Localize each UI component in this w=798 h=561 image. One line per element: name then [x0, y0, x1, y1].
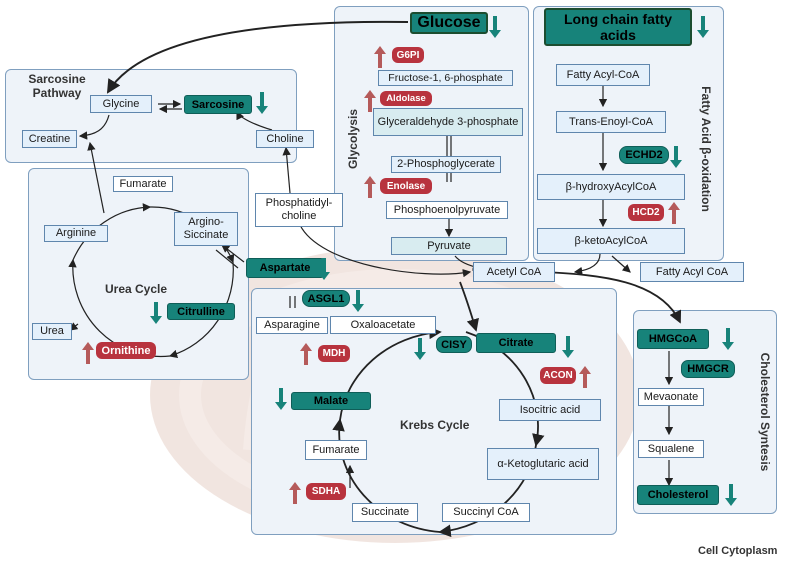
sdha-enzyme: SDHA	[306, 483, 346, 500]
arrow-down-icon-malate-down	[275, 388, 287, 410]
urea-cycle-title: Urea Cycle	[105, 282, 168, 296]
pyruvate-node: Pyruvate	[391, 237, 507, 255]
arrow-down-icon-asgl1-down	[352, 290, 364, 312]
beta-ketoacylcoa-node: β-ketoAcylCoA	[537, 228, 685, 254]
sarcosine-pathway-title: Sarcosine Pathway	[28, 72, 86, 100]
acetyl-coa-node: Acetyl CoA	[473, 262, 555, 282]
g6pi-enzyme: G6PI	[392, 47, 424, 63]
phosphoenolpyruvate-node: Phosphoenolpyruvate	[386, 201, 508, 219]
hmgcr-enzyme: HMGCR	[681, 360, 735, 378]
choline-node: Choline	[256, 130, 314, 148]
arrow-down-icon-echd2-down	[670, 146, 682, 168]
arrow-down-icon-sarcosine-down	[256, 92, 268, 114]
enolase-enzyme: Enolase	[380, 178, 432, 194]
arginosuccinate-node: Argino-Siccinate	[174, 212, 238, 246]
arrow-up-icon-mdh-up	[300, 343, 312, 365]
asgl1-enzyme: ASGL1	[302, 290, 350, 307]
squalene-node: Squalene	[638, 440, 704, 458]
arrow-down-icon-long-chain-down	[697, 16, 709, 38]
2-phosphoglycerate-node: 2-Phosphoglycerate	[391, 156, 501, 173]
sarcosine-node: Sarcosine	[184, 95, 252, 114]
acon-enzyme: ACON	[540, 367, 576, 384]
aldolase-enzyme: Aldolase	[380, 91, 432, 106]
glyceraldehyde-3-phosphate-node: Glyceraldehyde 3-phosphate	[373, 108, 523, 136]
isocitric-acid-node: Isocitric acid	[499, 399, 601, 421]
arrow-down-icon-citrate-down	[562, 336, 574, 358]
aspartate-node: Aspartate	[246, 258, 324, 278]
hcd2-enzyme: HCD2	[628, 204, 664, 221]
arrow-up-icon-acon-up	[579, 366, 591, 388]
fatty-acyl-coa-product-node: Fatty Acyl CoA	[640, 262, 744, 282]
citrate-node: Citrate	[476, 333, 556, 353]
oxaloacetate-node: Oxaloacetate	[330, 316, 436, 334]
cisy-enzyme: CISY	[436, 336, 472, 353]
arginine-node: Arginine	[44, 225, 108, 242]
glucose-node: Glucose	[410, 12, 488, 34]
malate-node: Malate	[291, 392, 371, 410]
arrow-up-icon-aldolase-up	[364, 90, 376, 112]
glycine-node: Glycine	[90, 95, 152, 113]
arrow-up-icon-hcd2-up	[668, 202, 680, 224]
mevaonate-node: Mevaonate	[638, 388, 704, 406]
creatine-node: Creatine	[22, 130, 77, 148]
long-chain-fatty-acids-node: Long chain fatty acids	[544, 8, 692, 46]
arrow-up-icon-sdha-up	[289, 482, 301, 504]
arrow-down-icon-cholesterol-down	[725, 484, 737, 506]
ornithine-node: Ornithine	[96, 342, 156, 359]
arrow-up-icon-g6pi-up	[374, 46, 386, 68]
cell-cytoplasm-label: Cell Cytoplasm	[698, 545, 778, 557]
hmgcoa-node: HMGCoA	[637, 329, 709, 349]
urea-fumarate-node: Fumarate	[113, 176, 173, 192]
phosphatidylcholine-node: Phosphatidyl-choline	[255, 193, 343, 227]
fatty-acyl-coa-node: Fatty Acyl-CoA	[556, 64, 650, 86]
asparagine-node: Asparagine	[256, 317, 328, 334]
beta-hydroxyacylcoa-node: β-hydroxyAcylCoA	[537, 174, 685, 200]
arrow-down-icon-glucose-down	[489, 16, 501, 38]
alpha-ketoglutaric-acid-node: α-Ketoglutaric acid	[487, 448, 599, 480]
cholesterol-node: Cholesterol	[637, 485, 719, 505]
arrow-down-icon-aspartate-down	[318, 258, 330, 280]
arrow-up-icon-ornithine-up	[82, 342, 94, 364]
succinate-node: Succinate	[352, 503, 418, 522]
arrow-up-icon-enolase-up	[364, 176, 376, 198]
arrow-down-icon-citrulline-down	[150, 302, 162, 324]
krebs-fumarate-node: Fumarate	[305, 440, 367, 460]
echd2-enzyme: ECHD2	[619, 146, 669, 164]
arrow-down-icon-cisy-down	[414, 338, 426, 360]
succinyl-coa-node: Succinyl CoA	[442, 503, 530, 522]
fructose-16-phosphate-node: Fructose-1, 6-phosphate	[378, 70, 513, 86]
arrow-down-icon-hmgcoa-down	[722, 328, 734, 350]
krebs-cycle-title: Krebs Cycle	[400, 418, 470, 432]
urea-node: Urea	[32, 323, 72, 340]
mdh-enzyme: MDH	[318, 345, 350, 362]
citrulline-node: Citrulline	[167, 303, 235, 320]
trans-enoyl-coa-node: Trans-Enoyl-CoA	[556, 111, 666, 133]
